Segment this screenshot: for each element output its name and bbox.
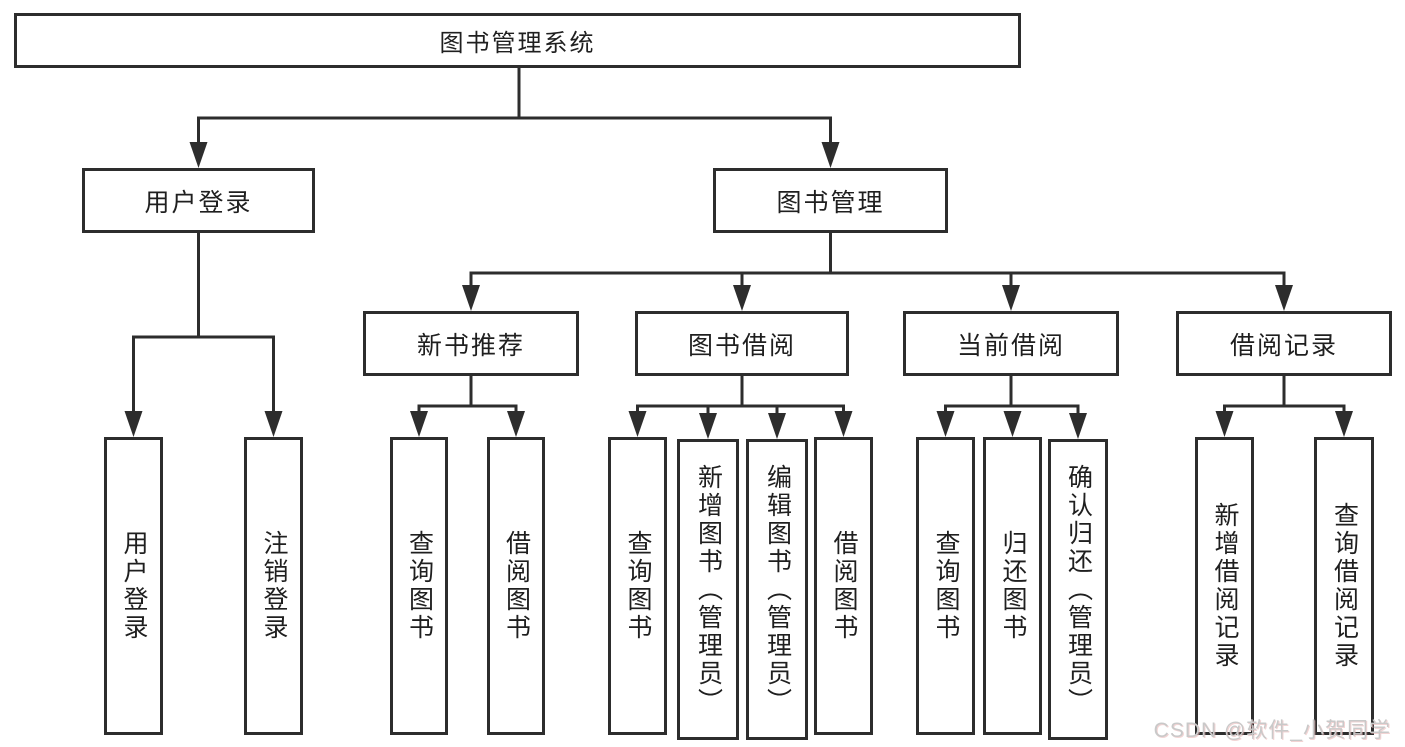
leaf-query-books-borrow: 查询图书 [608, 437, 667, 735]
node-borrow-records: 借阅记录 [1176, 311, 1392, 376]
leaf-confirm-return-admin: 确认归还（管理员） [1048, 439, 1108, 740]
leaf-borrow-books-recommend: 借阅图书 [487, 437, 545, 735]
arrowhead [733, 285, 751, 311]
leaf-query-books-recommend-label: 查询图书 [405, 530, 434, 642]
node-root-label: 图书管理系统 [439, 30, 596, 57]
arrowhead [124, 411, 143, 437]
leaf-add-borrow-record-label: 新增借阅记录 [1211, 502, 1239, 670]
arrowhead [1002, 285, 1020, 311]
leaf-user-login-label: 用户登录 [120, 530, 148, 642]
arrowhead [1215, 411, 1234, 437]
node-book-borrow-label: 图书借阅 [687, 331, 796, 360]
arrowhead [628, 411, 647, 437]
node-new-book-recommend-label: 新书推荐 [416, 331, 525, 360]
node-current-borrow: 当前借阅 [903, 311, 1119, 376]
connector-current-borrow-bar [944, 404, 1080, 415]
node-new-book-recommend: 新书推荐 [363, 311, 579, 376]
leaf-query-borrow-record: 查询借阅记录 [1314, 437, 1374, 735]
connector-user-login-bar [132, 335, 275, 413]
node-user-login-label: 用户登录 [144, 188, 253, 217]
connector-level2-bar [197, 116, 832, 146]
node-borrow-records-label: 借阅记录 [1229, 331, 1338, 360]
leaf-add-borrow-record: 新增借阅记录 [1195, 437, 1254, 735]
arrowhead [1275, 285, 1293, 311]
leaf-return-books: 归还图书 [983, 437, 1042, 735]
node-book-management: 图书管理 [713, 168, 948, 233]
leaf-confirm-return-admin-label: 确认归还（管理员） [1064, 463, 1093, 716]
arrowhead [264, 411, 283, 437]
leaf-borrow-books: 借阅图书 [814, 437, 873, 735]
leaf-query-books-current-label: 查询图书 [932, 530, 960, 642]
connector-borrow-records-bar [1223, 404, 1346, 413]
node-root: 图书管理系统 [14, 13, 1021, 68]
leaf-return-books-label: 归还图书 [999, 530, 1027, 642]
leaf-logout-label: 注销登录 [260, 530, 288, 642]
connector-book-borrow-bar [636, 404, 845, 413]
arrowhead [1069, 413, 1087, 439]
arrowhead [768, 413, 786, 439]
arrowhead [462, 285, 480, 311]
arrowhead [507, 411, 525, 437]
node-book-borrow: 图书借阅 [635, 311, 849, 376]
leaf-edit-books-admin-label: 编辑图书（管理员） [763, 463, 792, 716]
leaf-query-books-borrow-label: 查询图书 [624, 530, 652, 642]
arrowhead [1003, 411, 1022, 437]
node-current-borrow-label: 当前借阅 [956, 331, 1065, 360]
arrowhead [834, 411, 853, 437]
arrowhead [699, 413, 717, 439]
leaf-add-books-admin: 新增图书（管理员） [677, 439, 739, 740]
arrowhead [1335, 411, 1353, 437]
leaf-query-books-current: 查询图书 [916, 437, 975, 735]
leaf-logout: 注销登录 [244, 437, 303, 735]
leaf-borrow-books-label: 借阅图书 [830, 530, 858, 642]
leaf-edit-books-admin: 编辑图书（管理员） [746, 439, 808, 740]
arrowhead [821, 142, 840, 168]
node-user-login: 用户登录 [82, 168, 315, 233]
arrowhead [189, 142, 208, 168]
leaf-add-books-admin-label: 新增图书（管理员） [694, 463, 723, 716]
node-book-management-label: 图书管理 [776, 188, 885, 217]
arrowhead [410, 411, 428, 437]
connector-level3-bar [469, 271, 1286, 287]
leaf-user-login: 用户登录 [104, 437, 163, 735]
arrowhead [936, 411, 955, 437]
leaf-query-borrow-record-label: 查询借阅记录 [1330, 502, 1359, 670]
connector-new-book-bar [417, 404, 518, 413]
leaf-borrow-books-recommend-label: 借阅图书 [502, 530, 531, 642]
leaf-query-books-recommend: 查询图书 [390, 437, 448, 735]
